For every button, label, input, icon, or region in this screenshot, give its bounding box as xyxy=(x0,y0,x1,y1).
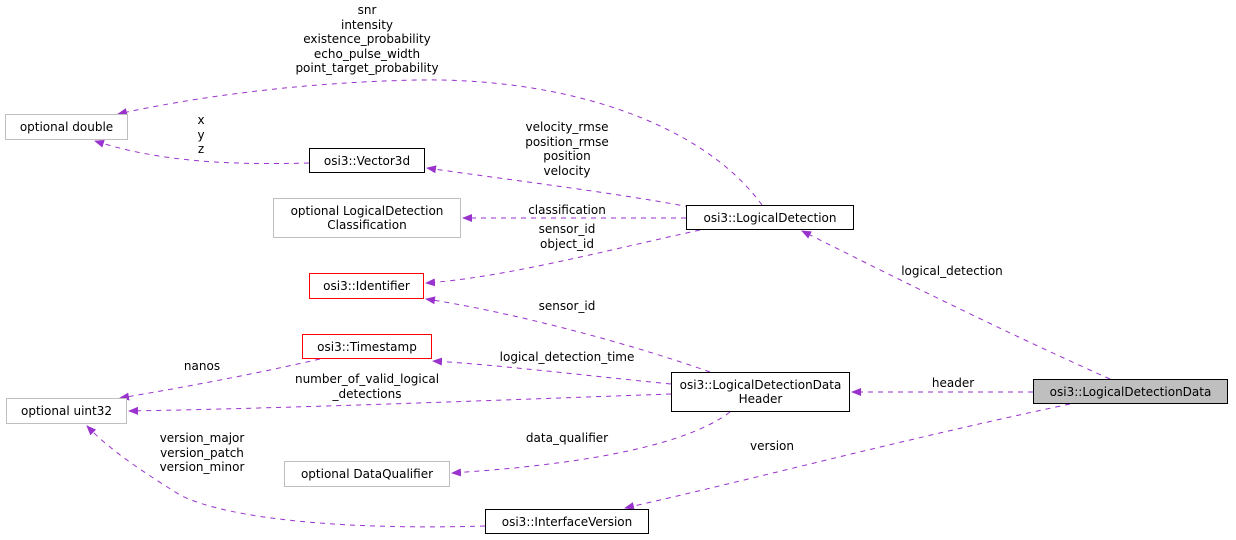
edge-header-dataqualifier xyxy=(451,411,731,477)
node-optional-double[interactable]: optional double xyxy=(5,114,128,140)
node-label: osi3::Vector3d xyxy=(323,153,411,168)
node-label: osi3::LogicalDetection xyxy=(703,210,837,225)
node-classification[interactable]: optional LogicalDetection Classification xyxy=(273,198,461,238)
node-logicaldetectiondata-header[interactable]: osi3::LogicalDetectionData Header xyxy=(671,372,850,412)
node-label: osi3::LogicalDetectionData xyxy=(1049,384,1212,399)
node-label-line1: optional LogicalDetection xyxy=(290,204,444,218)
edge-label-logical-detection: logical_detection xyxy=(901,264,1003,278)
node-label-line2: Header xyxy=(738,392,783,406)
node-label-line2: Classification xyxy=(327,218,407,232)
edge-interfaceversion-uint32 xyxy=(86,425,486,528)
node-label-line1: osi3::LogicalDetectionData xyxy=(679,378,842,392)
node-label: optional uint32 xyxy=(21,404,112,418)
edge-vector3d-optional-double xyxy=(94,139,310,165)
node-timestamp[interactable]: osi3::Timestamp xyxy=(302,334,432,359)
edge-label-data-qualifier: data_qualifier xyxy=(525,431,609,445)
edge-logicaldetection-vector3d xyxy=(426,165,691,208)
node-optional-uint32[interactable]: optional uint32 xyxy=(6,398,127,424)
edge-label-version: version xyxy=(750,439,794,453)
edge-ldd-logicaldetection xyxy=(801,230,1111,380)
edge-label-number-of-valid: number_of_valid_logical_detections xyxy=(294,372,440,401)
node-optional-dataqualifier[interactable]: optional DataQualifier xyxy=(284,461,450,487)
edge-timestamp-uint32 xyxy=(119,358,321,401)
edge-header-timestamp xyxy=(432,357,672,385)
edge-ldd-interfaceversion xyxy=(624,403,1071,510)
node-vector3d[interactable]: osi3::Vector3d xyxy=(309,148,425,173)
edge-header-uint32 xyxy=(128,393,672,415)
edge-header-identifier xyxy=(425,296,711,373)
node-label: optional DataQualifier xyxy=(300,467,434,481)
node-interfaceversion[interactable]: osi3::InterfaceVersion xyxy=(485,509,649,534)
node-label: osi3::InterfaceVersion xyxy=(501,514,633,529)
edge-label-classification: classification xyxy=(528,203,606,217)
edge-label-logical-detection-time: logical_detection_time xyxy=(499,350,635,364)
node-label: osi3::Timestamp xyxy=(317,339,417,354)
edge-label-header: header xyxy=(931,376,975,390)
edge-logicaldetection-optional-double xyxy=(117,79,763,206)
node-identifier[interactable]: osi3::Identifier xyxy=(309,273,424,299)
node-logicaldetectiondata[interactable]: osi3::LogicalDetectionData xyxy=(1033,379,1228,404)
edge-label-header-identifier: sensor_id xyxy=(538,299,596,313)
edge-label-nanos: nanos xyxy=(183,359,221,373)
edge-logicaldetection-identifier xyxy=(425,229,701,287)
node-label: osi3::Identifier xyxy=(323,279,410,293)
node-logicaldetection[interactable]: osi3::LogicalDetection xyxy=(686,205,854,230)
node-label: optional double xyxy=(19,120,114,134)
